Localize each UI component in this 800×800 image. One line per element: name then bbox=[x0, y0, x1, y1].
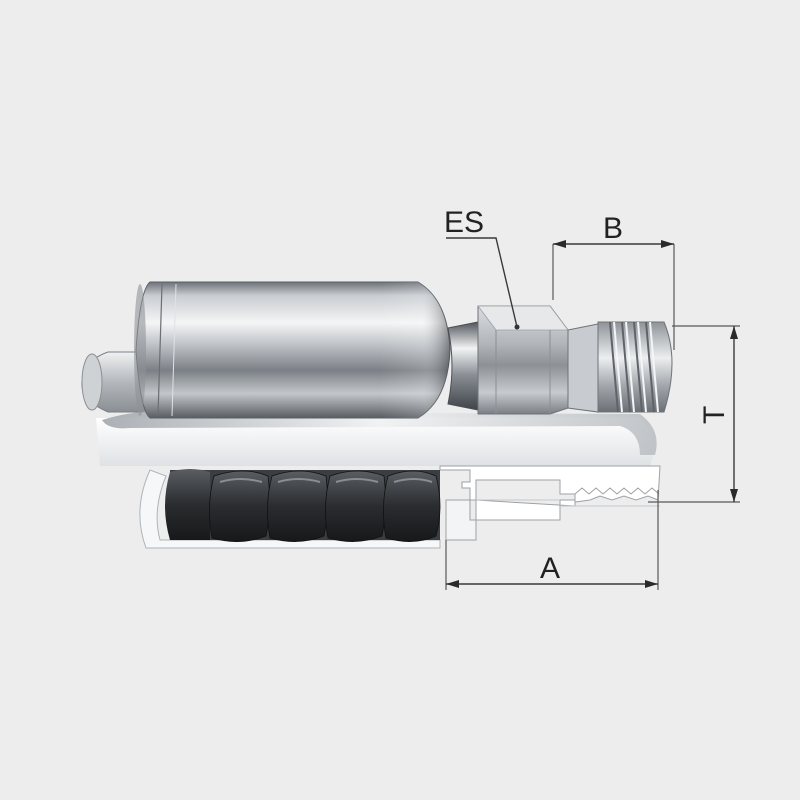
hex-nut bbox=[477, 305, 569, 415]
hose-spiral bbox=[165, 469, 441, 542]
thread-end bbox=[567, 321, 673, 413]
dimension-a: A bbox=[445, 490, 659, 590]
label-es: ES bbox=[444, 206, 484, 239]
dimension-t: T bbox=[648, 325, 740, 503]
neck bbox=[447, 321, 479, 411]
dimension-b: B bbox=[552, 212, 675, 350]
label-a: A bbox=[540, 552, 560, 585]
es-callout: ES bbox=[444, 206, 518, 328]
label-b: B bbox=[603, 212, 623, 245]
label-t: T bbox=[698, 406, 731, 424]
ferrule-shell bbox=[134, 281, 451, 419]
